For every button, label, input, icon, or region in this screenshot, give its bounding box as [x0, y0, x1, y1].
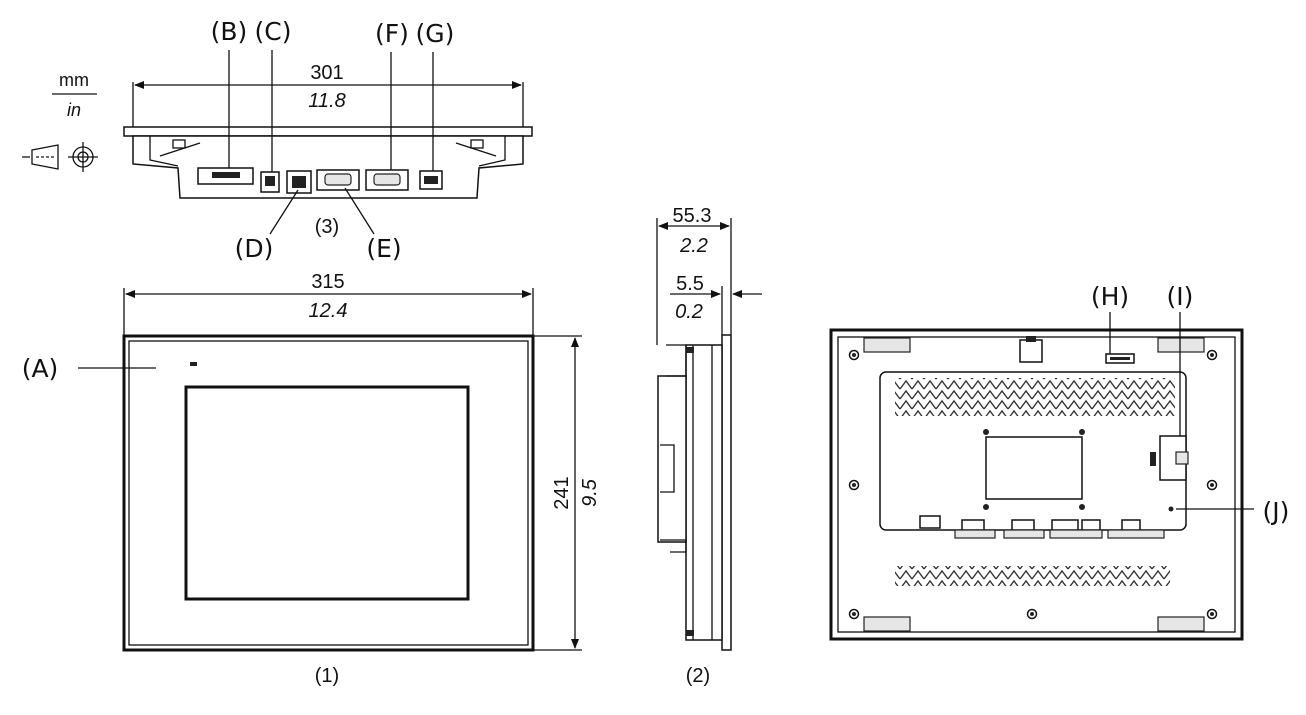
callout-j: (J)	[1263, 497, 1290, 526]
top-view: 301 11.8 (B) (C) (F) (	[123, 17, 533, 263]
callout-d: (D)	[235, 234, 274, 263]
top-width-in: 11.8	[308, 90, 345, 112]
unit-mm: mm	[59, 70, 89, 90]
top-bezel	[123, 126, 533, 137]
rear-clip-bottom-left	[863, 616, 911, 632]
front-view: 315 12.4 241 9.5 (A) (1)	[22, 271, 601, 687]
rear-top-bracket	[1019, 339, 1043, 363]
rear-frame	[829, 328, 1244, 641]
side-view: 55.3 2.2 5.5 0.2 (2)	[656, 205, 762, 687]
caption-front-view: (1)	[315, 665, 339, 687]
caption-top-view: (3)	[315, 216, 339, 238]
rear-clip-top-left	[863, 337, 911, 353]
front-screen	[184, 385, 470, 601]
callout-h: (H)	[1091, 282, 1129, 311]
status-led	[190, 362, 197, 366]
side-body	[685, 344, 723, 641]
rear-vent-bottom	[895, 566, 1170, 586]
callout-e: (E)	[366, 234, 401, 263]
unit-legend: mm in	[52, 70, 97, 120]
rear-screws	[848, 349, 1218, 620]
callout-b: (B)	[211, 17, 248, 46]
callout-a: (A)	[22, 354, 59, 383]
callout-g: (G)	[416, 19, 455, 48]
rear-bottom-connectors	[919, 515, 1165, 539]
front-height-mm: 241	[551, 476, 573, 509]
side-bezel-mm: 5.5	[676, 273, 704, 295]
caption-side-view: (2)	[686, 665, 710, 687]
rear-label-area	[985, 436, 1083, 500]
top-width-mm: 301	[310, 62, 343, 84]
rear-vent-top	[895, 378, 1175, 416]
front-height-in: 9.5	[579, 478, 601, 507]
front-bezel	[122, 334, 535, 652]
unit-in: in	[67, 100, 81, 120]
rear-clip-top-right	[1157, 337, 1205, 353]
callout-c: (C)	[255, 17, 292, 46]
side-bezel	[721, 334, 732, 651]
front-width-in: 12.4	[309, 300, 348, 322]
rear-clip-bottom-right	[1157, 616, 1205, 632]
rear-view: (H) (I) (J)	[829, 282, 1290, 641]
side-bezel-in: 0.2	[675, 301, 703, 323]
front-width-mm: 315	[311, 271, 344, 293]
side-depth-mm: 55.3	[673, 205, 712, 227]
rear-indicator-j	[1168, 506, 1174, 512]
callout-i: (I)	[1167, 282, 1194, 311]
side-rear-module	[657, 375, 687, 543]
side-depth-in: 2.2	[679, 235, 708, 257]
third-angle-projection-icon	[22, 142, 98, 172]
callout-f: (F)	[375, 19, 409, 48]
